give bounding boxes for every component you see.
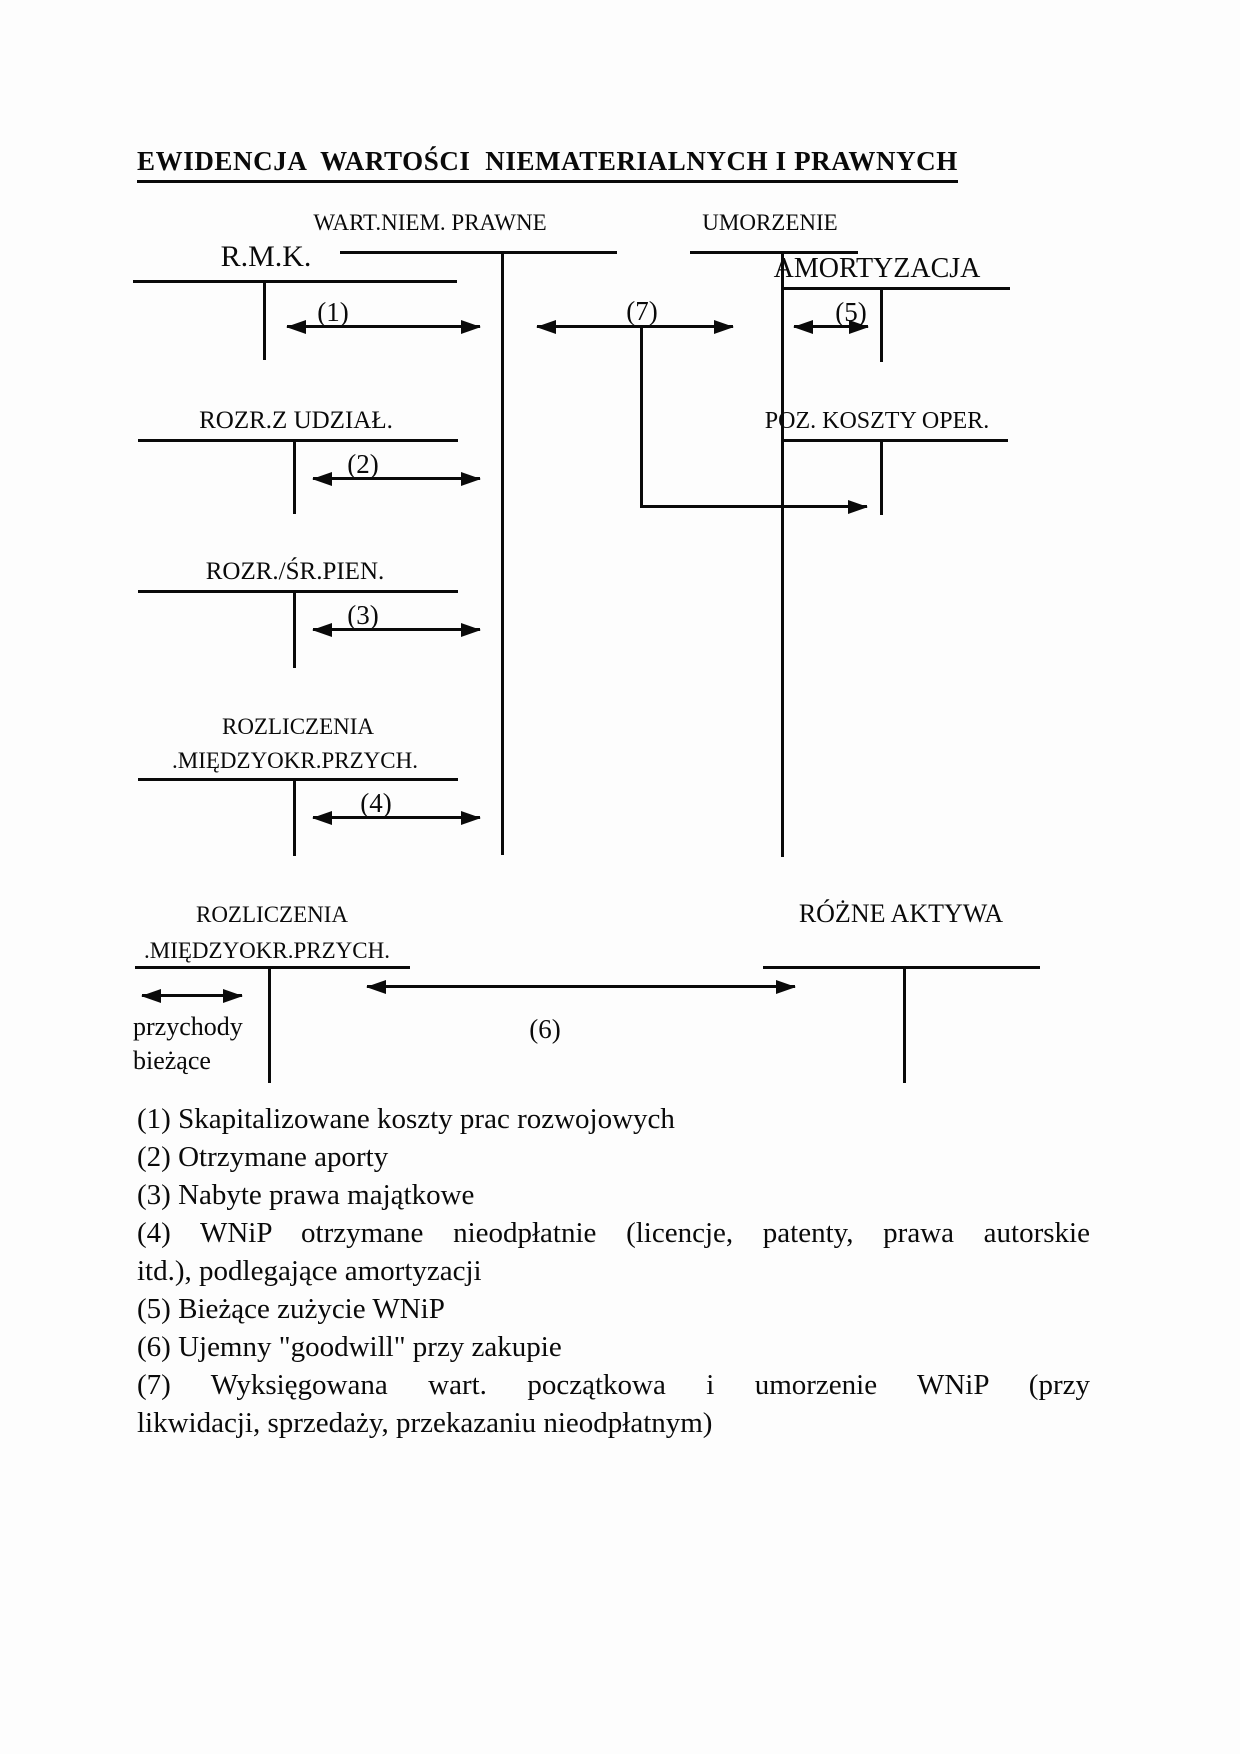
legend-line-2: (2) Otrzymane aporty — [137, 1141, 389, 1173]
account-label-amortyzacja: AMORTYZACJA — [773, 253, 981, 284]
account-label-rozliczenia2-line2: .MIĘDZYOKR.PRZYCH. — [144, 938, 390, 963]
rozliczenia1-stem — [293, 778, 296, 856]
flow7-label: (7) — [626, 296, 658, 326]
legend-line-1: (1) Skapitalizowane koszty prac rozwojow… — [137, 1103, 675, 1135]
account-label-rmk: R.M.K. — [220, 240, 312, 273]
flow5-arrow — [794, 325, 868, 328]
note-arrow — [142, 994, 242, 997]
rozne-aktywa-stem — [903, 966, 906, 1083]
amortyzacja-stem — [880, 287, 883, 362]
legend-line-3: (3) Nabyte prawa majątkowe — [137, 1179, 475, 1211]
note-line1: przychody — [133, 1012, 243, 1041]
wnip-topline — [340, 251, 617, 254]
umorzenie-stem — [781, 251, 784, 857]
flow2-arrow — [313, 477, 480, 480]
account-label-rozr-z-udzial: ROZR.Z UDZIAŁ. — [199, 407, 393, 434]
flow5-label: (5) — [835, 297, 867, 327]
rozr-sr-pien-stem — [293, 590, 296, 668]
account-label-umorzenie: UMORZENIE — [702, 210, 838, 235]
rozr-sr-pien-topline — [138, 590, 458, 593]
account-label-rozne-aktywa: RÓŻNE AKTYWA — [798, 899, 1004, 928]
legend-line-8: (7) Wyksięgowana wart. początkowa i umor… — [137, 1369, 1090, 1401]
rozliczenia2-stem — [268, 966, 271, 1083]
rozne-aktywa-topline — [763, 966, 1040, 969]
flow7-elbow-arrow — [640, 505, 867, 508]
umorzenie-topline — [690, 251, 858, 254]
flow7-elbow-vertical — [640, 327, 643, 507]
legend-line-9: likwidacji, sprzedaży, przekazaniu nieod… — [137, 1407, 713, 1439]
rmk-stem — [263, 280, 266, 360]
legend-line-5: itd.), podlegające amortyzacji — [137, 1255, 482, 1287]
poz-koszty-topline — [782, 439, 1008, 442]
poz-koszty-stem — [880, 439, 883, 515]
flow1-label: (1) — [317, 297, 349, 327]
flow7-arrow — [537, 325, 733, 328]
amortyzacja-topline — [782, 287, 1010, 290]
wnip-stem — [501, 251, 504, 855]
flow2-label: (2) — [347, 449, 379, 479]
flow1-arrow — [287, 325, 480, 328]
account-label-rozliczenia1-line1: ROZLICZENIA — [221, 714, 375, 739]
flow3-label: (3) — [347, 600, 379, 630]
rmk-topline — [133, 280, 457, 283]
account-label-rozliczenia1-line2: .MIĘDZYOKR.PRZYCH. — [172, 748, 418, 773]
legend-line-6: (5) Bieżące zużycie WNiP — [137, 1293, 445, 1325]
account-label-rozliczenia2-line1: ROZLICZENIA — [195, 902, 349, 927]
rozliczenia2-topline — [135, 966, 410, 969]
account-label-wnip: WART.NIEM. PRAWNE — [313, 210, 547, 235]
page-title: EWIDENCJA WARTOŚCI NIEMATERIALNYCH I PRA… — [137, 146, 958, 183]
rozr-z-udzial-stem — [293, 439, 296, 514]
legend-line-4: (4) WNiP otrzymane nieodpłatnie (licencj… — [137, 1217, 1090, 1249]
flow3-arrow — [313, 628, 480, 631]
rozr-z-udzial-topline — [138, 439, 458, 442]
rozliczenia1-topline — [138, 778, 458, 781]
flow6-label: (6) — [529, 1014, 561, 1044]
flow6-arrow — [367, 985, 795, 988]
flow4-arrow — [313, 816, 480, 819]
flow4-label: (4) — [360, 788, 392, 818]
legend: (1) Skapitalizowane koszty prac rozwojow… — [137, 1100, 1090, 1442]
legend-line-7: (6) Ujemny "goodwill" przy zakupie — [137, 1331, 562, 1363]
account-label-rozr-sr-pien: ROZR./ŚR.PIEN. — [205, 558, 385, 585]
note-line2: bieżące — [133, 1046, 211, 1075]
account-label-poz-koszty-oper: POZ. KOSZTY OPER. — [764, 408, 990, 434]
